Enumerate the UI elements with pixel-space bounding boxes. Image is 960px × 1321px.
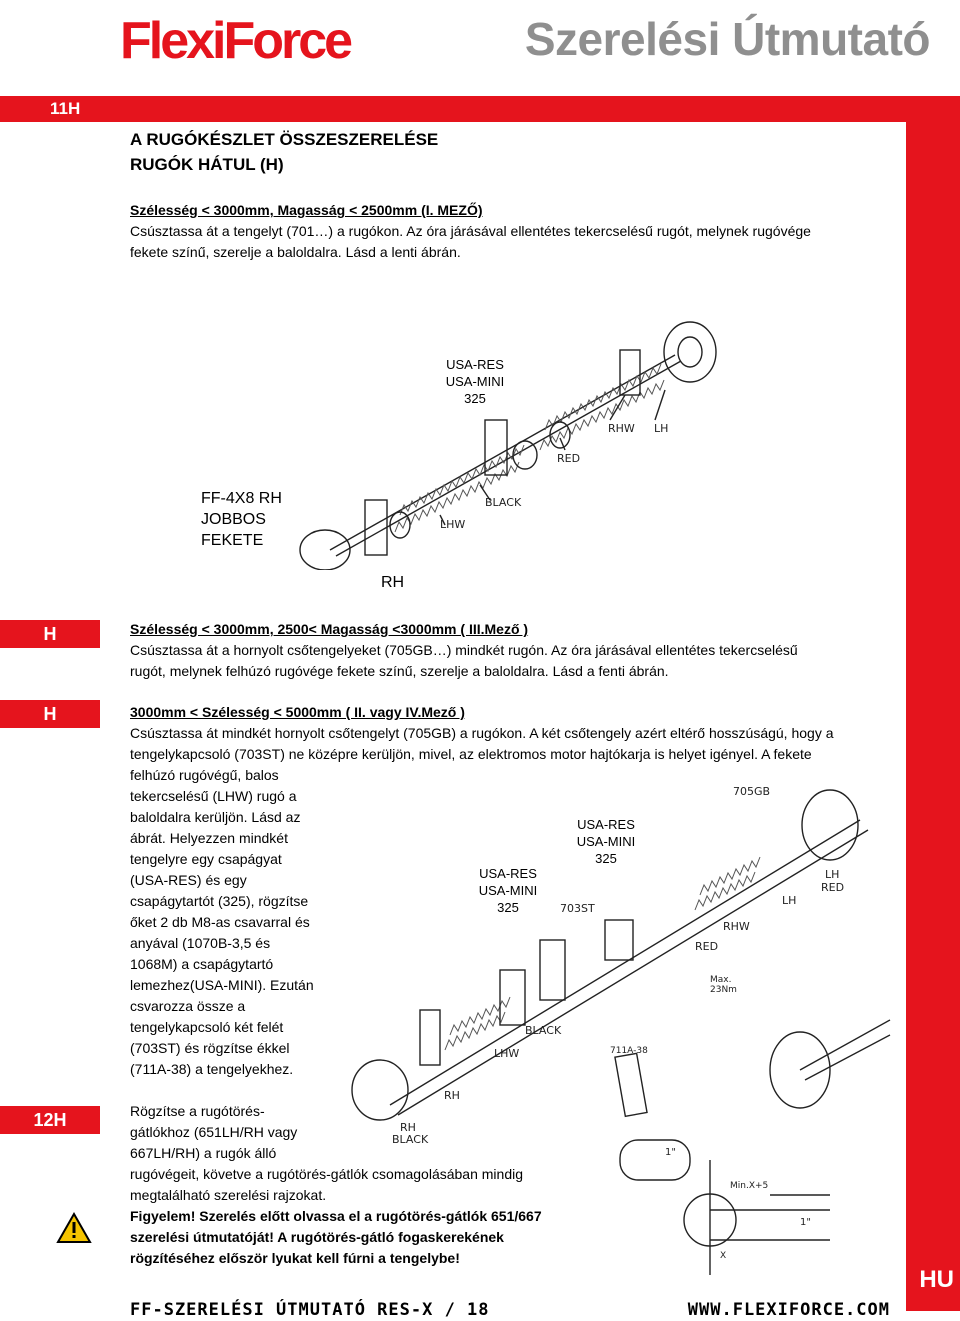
tag-x5: Min.X+5 (730, 1181, 768, 1191)
field1-line2: fekete színű, szerelje a baloldalra. Lás… (130, 244, 461, 260)
field2-heading: 3000mm < Szélesség < 5000mm ( II. vagy I… (130, 704, 465, 720)
tag-rh-2: BLACK (392, 1133, 429, 1146)
diagram1-support-label: USA-RES USA-MINI 325 (440, 356, 510, 407)
tag-711a38: 711A-38 (610, 1046, 648, 1056)
column-line: baloldalra kerüljön. Lásd az (130, 809, 301, 825)
column-line: őket 2 db M8-as csavarral és (130, 914, 310, 930)
label-line: USA-RES (577, 817, 635, 832)
field3-heading: Szélesség < 3000mm, 2500< Magasság <3000… (130, 621, 529, 637)
label-line: 325 (595, 851, 617, 866)
tag-lhw: LHW (494, 1047, 519, 1060)
section-number-11h: 11H (50, 99, 81, 118)
field2-line1: Csúsztassa át mindkét hornyolt csőtengel… (130, 725, 834, 741)
column-line: 1068M) a csapágytartó (130, 956, 274, 972)
warning-icon (56, 1212, 92, 1243)
tag-max-2: 23Nm (710, 985, 737, 995)
column-line: lemezhez(USA-MINI). Ezután (130, 977, 314, 993)
tag-max-1: Max. (710, 975, 731, 985)
warning-line: Figyelem! Szerelés előtt olvassa el a ru… (130, 1208, 542, 1224)
field2-marker: H (0, 700, 100, 728)
label-line: USA-MINI (576, 834, 636, 849)
label-line: USA-MINI (445, 374, 505, 389)
section-header-bar: 11H (0, 96, 960, 122)
spring-assembly-diagram-1: RHW LH RED BLACK LHW (299, 321, 717, 570)
tag-x: X (720, 1251, 726, 1261)
column-line: tengelyre egy csapágyat (130, 851, 282, 867)
section-11-title: A RUGÓKÉSZLET ÖSSZESZERELÉSE RUGÓK HÁTUL… (130, 127, 438, 177)
field1-line1: Csúsztassa át a tengelyt (701…) a rugóko… (130, 223, 811, 239)
section-title-line2: RUGÓK HÁTUL (H) (130, 155, 284, 174)
diagram2-right-support-label: USA-RES USA-MINI 325 (571, 816, 641, 867)
warning-line: szerelési útmutatóját! A rugótörés-gátló… (130, 1229, 504, 1245)
language-badge: HU (919, 1266, 954, 1293)
diagram1-caption: RH (381, 574, 405, 591)
warning-line: rögzítéséhez először lyukat kell fúrni a… (130, 1250, 460, 1266)
column-line: gátlókhoz (651LH/RH vagy (130, 1124, 298, 1140)
tag-lh: LH (654, 422, 668, 435)
column-line: anyával (1070B-3,5 és (130, 935, 271, 951)
tag-rhw: RHW (608, 422, 635, 435)
label-line: JOBBOS (201, 511, 266, 528)
tag-one-inch-2: 1" (800, 1217, 811, 1228)
field3-block: Szélesség < 3000mm, 2500< Magasság <3000… (130, 619, 880, 682)
field1-block: Szélesség < 3000mm, Magasság < 2500mm (I… (130, 200, 880, 263)
body-line: megtalálható szerelési rajzokat. (130, 1187, 327, 1203)
tag-rhw: RHW (723, 920, 750, 933)
tag-lh-red-2: RED (821, 881, 844, 894)
diagram2-left-support-label: USA-RES USA-MINI 325 (473, 865, 543, 916)
flexiforce-logo: FlexiForce (120, 12, 355, 68)
field3-marker: H (0, 620, 100, 648)
tag-rh-top: RH (444, 1089, 460, 1102)
tag-red: RED (557, 452, 580, 465)
tag-rh-1: RH (400, 1121, 416, 1134)
column-line: csvarozza össze a (130, 998, 246, 1014)
tag-black: BLACK (525, 1024, 562, 1037)
section-number-12h: 12H (0, 1106, 100, 1134)
tag-705gb: 705GB (733, 785, 770, 798)
field2-block: 3000mm < Szélesség < 5000mm ( II. vagy I… (130, 702, 880, 765)
warning-text: Figyelem! Szerelés előtt olvassa el a ru… (130, 1206, 570, 1269)
column-line: (703ST) és rögzítse ékkel (130, 1040, 290, 1056)
column-line: (711A-38) a tengelyekhez. (130, 1061, 294, 1077)
field3-line1: Csúsztassa át a hornyolt csőtengelyeket … (130, 642, 798, 658)
column-line: Rögzítse a rugótörés- (130, 1103, 265, 1119)
column-line: tengelykapcsoló két felét (130, 1019, 284, 1035)
label-line: 325 (464, 391, 486, 406)
page-title: Szerelési Útmutató (524, 13, 931, 65)
body-line: rugóvégeit, követve a rugótörés-gátlók c… (130, 1166, 524, 1182)
section-title-line1: A RUGÓKÉSZLET ÖSSZESZERELÉSE (130, 130, 439, 149)
column-line: ábrát. Helyezzen mindkét (130, 830, 288, 846)
tag-lh: LH (782, 894, 796, 907)
column-line: csapágytartót (325), rögzítse (130, 893, 309, 909)
label-line: FF-4X8 RH (201, 490, 282, 507)
section12-column: Rögzítse a rugótörés- gátlókhoz (651LH/R… (130, 1101, 320, 1164)
tag-red: RED (695, 940, 718, 953)
spring-assembly-diagram-2: 705GB 703ST LH RED LH RHW RED Max. 23Nm … (351, 785, 891, 1275)
column-line: (USA-RES) és egy (130, 872, 247, 888)
tag-one-inch: 1" (665, 1147, 676, 1158)
footer-doc-id: FF-SZERELÉSI ÚTMUTATÓ RES-X / 18 (130, 1300, 490, 1320)
tag-lhw: LHW (440, 518, 465, 531)
column-line: tekercselésű (LHW) rugó a (130, 788, 297, 804)
tag-lh-red-1: LH (825, 868, 839, 881)
label-line: 325 (497, 900, 519, 915)
column-line: 667LH/RH) a rugók álló (130, 1145, 277, 1161)
tag-703st: 703ST (560, 902, 595, 915)
tag-black: BLACK (485, 496, 522, 509)
field2-column: felhúzó rugóvégű, balos tekercselésű (LH… (130, 765, 320, 1080)
label-line: USA-RES (479, 866, 537, 881)
field3-line2: rugót, melynek felhúzó rugóvége fekete s… (130, 663, 669, 679)
section12-body: rugóvégeit, követve a rugótörés-gátlók c… (130, 1164, 570, 1206)
label-line: USA-RES (446, 357, 504, 372)
right-sidebar-bar (906, 96, 960, 1311)
label-line: FEKETE (201, 532, 264, 549)
footer-website: WWW.FLEXIFORCE.COM (687, 1300, 890, 1320)
column-line: felhúzó rugóvégű, balos (130, 767, 279, 783)
logo-text: FlexiForce (120, 12, 352, 68)
field2-line2: tengelykapcsoló (703ST) ne középre kerül… (130, 746, 812, 762)
diagram1-spring-label: FF-4X8 RH JOBBOS FEKETE (201, 488, 282, 551)
label-line: USA-MINI (478, 883, 538, 898)
field1-heading: Szélesség < 3000mm, Magasság < 2500mm (I… (130, 202, 483, 218)
